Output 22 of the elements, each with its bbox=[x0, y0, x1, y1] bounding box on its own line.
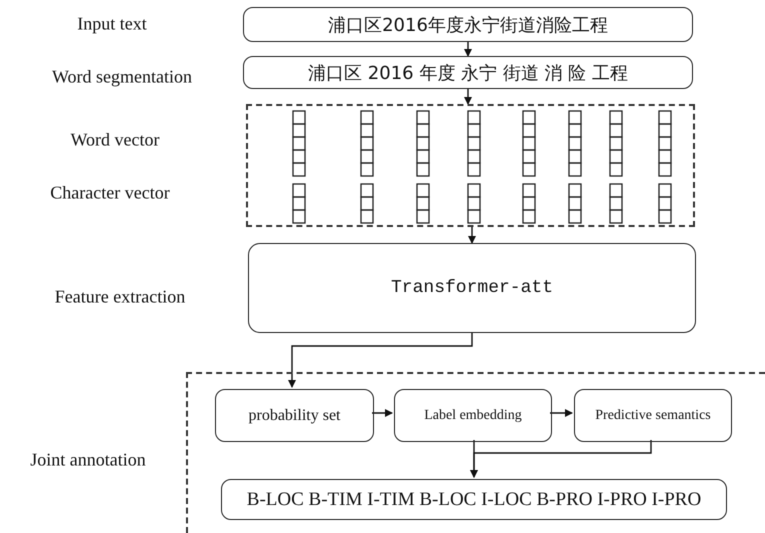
segmentation-box: 浦口区 2016 年度 永宁 街道 消 险 工程 bbox=[243, 56, 693, 89]
arrow bbox=[470, 440, 652, 478]
transformer-box: Transformer-att bbox=[248, 243, 696, 333]
arrow bbox=[372, 409, 393, 417]
arrow bbox=[288, 333, 473, 388]
arrow bbox=[464, 42, 472, 57]
arrow bbox=[468, 227, 476, 244]
row-label: Joint annotation bbox=[30, 450, 146, 470]
row-label: Feature extraction bbox=[54, 286, 186, 308]
arrow bbox=[550, 409, 573, 417]
row-label: Word segmentation bbox=[52, 66, 192, 88]
row-label: Character vector bbox=[50, 182, 170, 204]
process-box: Predictive semantics bbox=[574, 389, 732, 442]
dashed-region bbox=[246, 104, 695, 227]
output-label-box: B-LOC B-TIM I-TIM B-LOC I-LOC B-PRO I-PRO I-PRO bbox=[221, 479, 727, 520]
process-box: Label embedding bbox=[394, 389, 552, 442]
arrow bbox=[464, 89, 472, 105]
dashed-region bbox=[186, 372, 765, 533]
process-box: probability set bbox=[215, 389, 374, 442]
input-text-box: 浦口区2016年度永宁街道消险工程 bbox=[243, 7, 693, 42]
row-label: Input text bbox=[77, 14, 147, 34]
row-label: Word vector bbox=[70, 130, 160, 150]
